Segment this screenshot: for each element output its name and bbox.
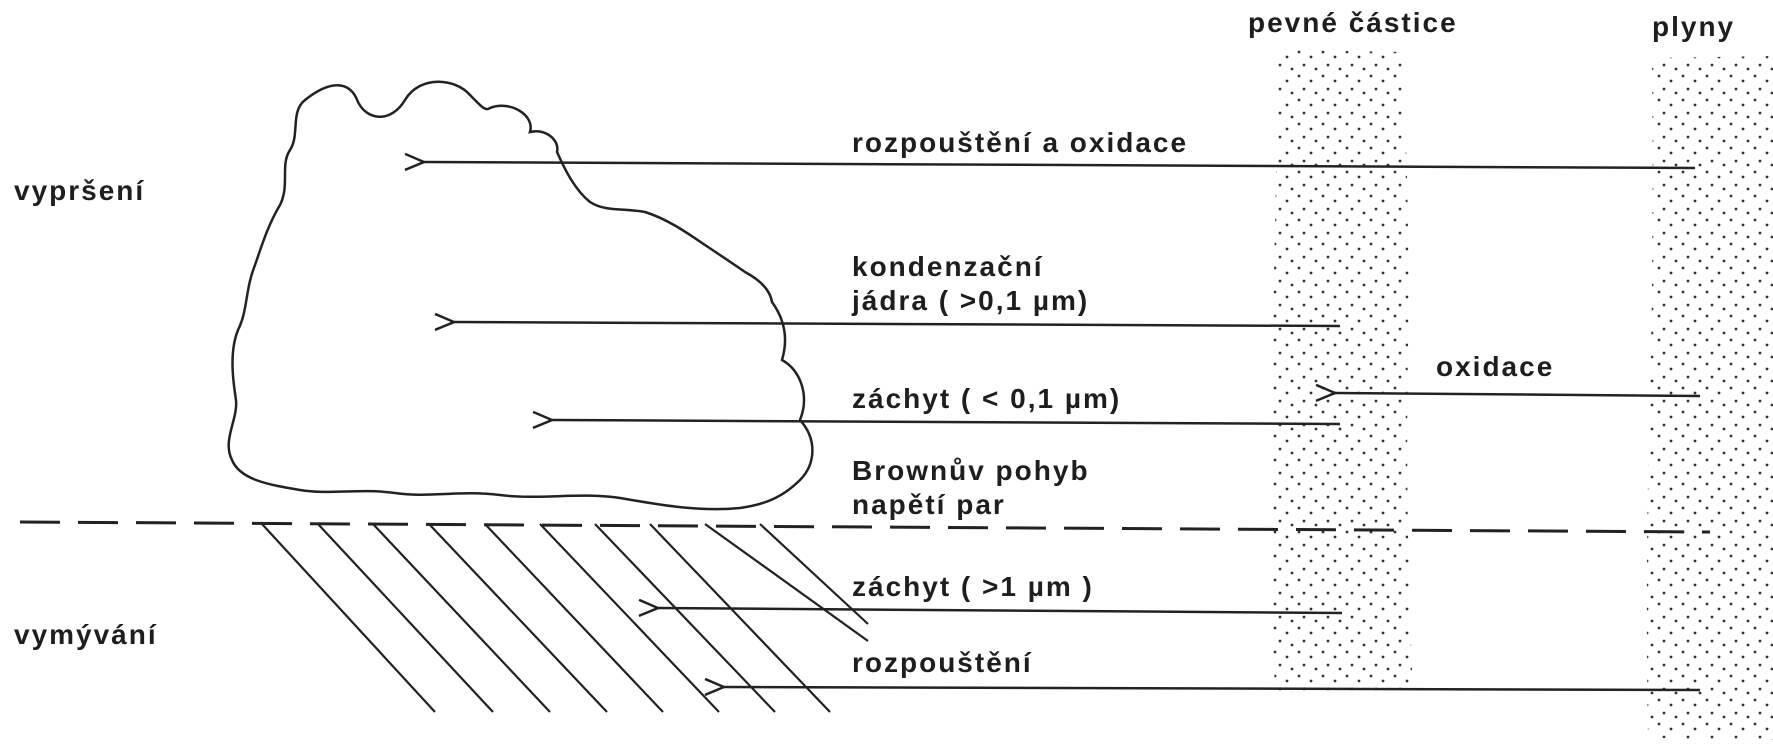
arrow-condensation-nuclei bbox=[454, 322, 1341, 326]
label-condensation-line2: jádra ( >0,1 µm) bbox=[851, 285, 1089, 316]
header-gases: plyny bbox=[1652, 11, 1735, 42]
label-washout: vymývání bbox=[14, 619, 158, 650]
arrow-capture-large bbox=[658, 608, 1343, 613]
label-dissolution-oxidation: rozpouštění a oxidace bbox=[852, 127, 1188, 158]
gases-column bbox=[1646, 56, 1773, 740]
falling-rain-hatching bbox=[261, 523, 869, 713]
solid-particles-column bbox=[1270, 50, 1413, 692]
arrow-oxidation bbox=[1335, 393, 1701, 396]
label-brownian-line2: napětí par bbox=[852, 489, 1006, 520]
arrow-dissolution bbox=[724, 687, 1701, 690]
cloud-outline bbox=[227, 80, 814, 511]
header-solid-particles: pevné částice bbox=[1248, 7, 1458, 38]
label-condensation-line1: kondenzační bbox=[852, 251, 1044, 282]
label-rainout: vypršení bbox=[14, 175, 145, 206]
label-brownian-line1: Brownův pohyb bbox=[852, 455, 1090, 486]
label-capture-large: záchyt ( >1 µm ) bbox=[852, 571, 1094, 602]
cloud-base-dashed-line bbox=[19, 520, 1711, 534]
arrow-capture-small bbox=[552, 420, 1341, 424]
label-dissolution: rozpouštění bbox=[852, 647, 1033, 678]
arrow-dissolution-oxidation bbox=[424, 162, 1696, 168]
label-capture-small: záchyt ( < 0,1 µm) bbox=[852, 383, 1121, 414]
label-oxidation: oxidace bbox=[1436, 351, 1554, 382]
